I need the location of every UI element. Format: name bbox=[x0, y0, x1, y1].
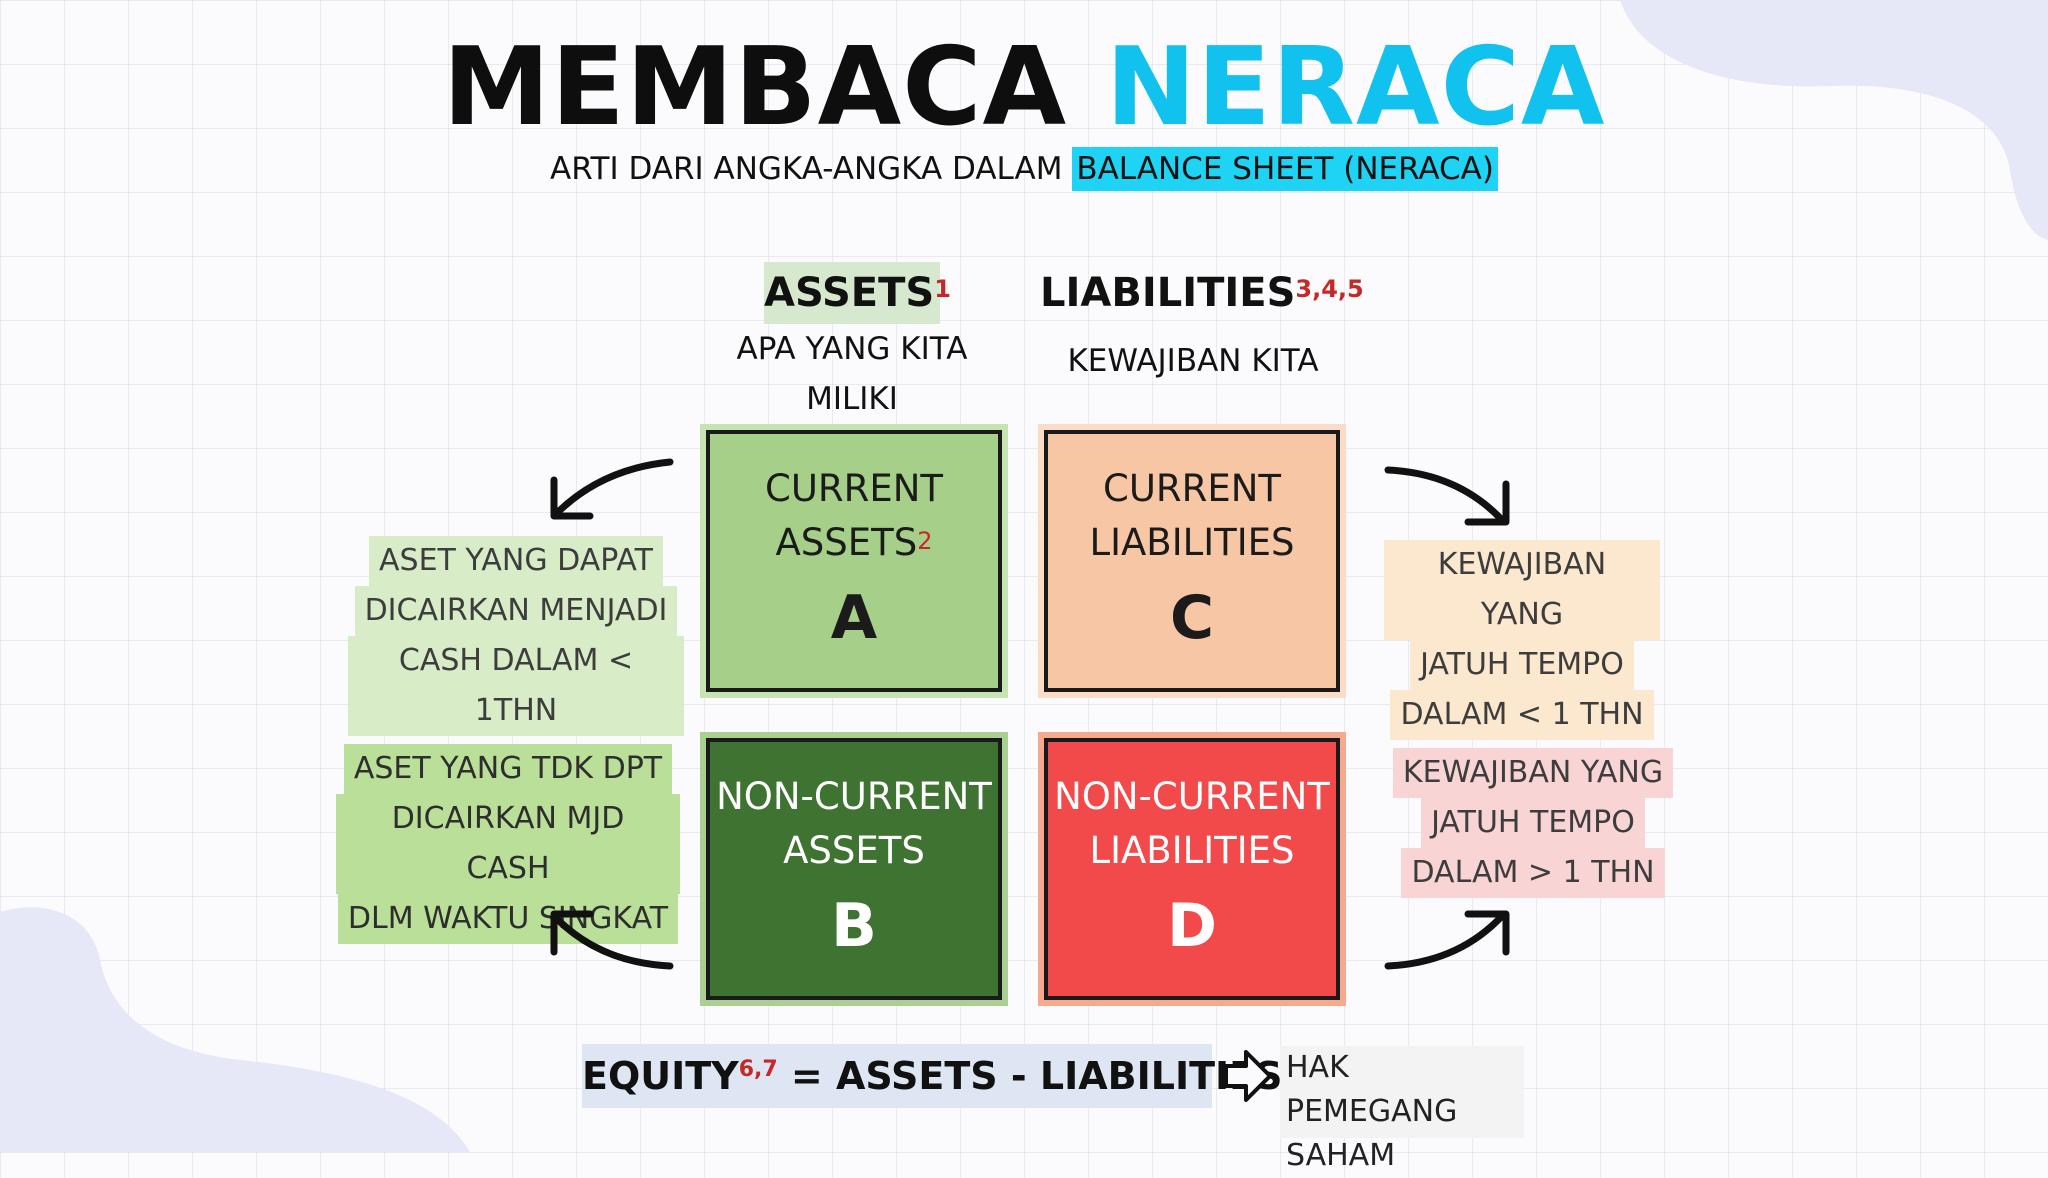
note-non-current-assets: ASET YANG TDK DPT DICAIRKAN MJD CASH DLM… bbox=[336, 744, 680, 944]
liabilities-subtitle: KEWAJIBAN KITA bbox=[1067, 343, 1319, 379]
note-line: JATUH TEMPO bbox=[1410, 640, 1634, 690]
current-assets-label-line1: CURRENT bbox=[765, 467, 943, 510]
box-letter-b: B bbox=[831, 891, 877, 961]
current-liabilities-box: CURRENT LIABILITIES C bbox=[1044, 430, 1340, 692]
current-liabilities-label-line1: CURRENT bbox=[1103, 467, 1281, 510]
equity-note-line2: SAHAM bbox=[1286, 1138, 1396, 1173]
equity-note: HAK PEMEGANG SAHAM bbox=[1280, 1046, 1524, 1173]
decorative-blob-top-right bbox=[1620, 0, 2048, 240]
assets-header: ASSETS1 bbox=[764, 262, 951, 324]
note-line: JATUH TEMPO bbox=[1421, 798, 1645, 848]
liabilities-footnote-marker: 3,4,5 bbox=[1295, 275, 1364, 303]
non-current-liabilities-label-line2: LIABILITIES bbox=[1089, 829, 1295, 872]
decorative-blob-bottom-left bbox=[0, 907, 470, 1152]
equity-formula: EQUITY6,7 = ASSETS - LIABILITIES bbox=[582, 1044, 1283, 1108]
equity-note-line1: HAK PEMEGANG bbox=[1286, 1050, 1458, 1129]
note-current-liabilities: KEWAJIBAN YANG JATUH TEMPO DALAM < 1 THN bbox=[1384, 540, 1660, 740]
note-line: ASET YANG TDK DPT bbox=[343, 744, 673, 794]
liabilities-header: LIABILITIES3,4,5 bbox=[1040, 262, 1364, 324]
box-letter-a: A bbox=[830, 583, 878, 653]
non-current-liabilities-label-line1: NON-CURRENT bbox=[1054, 775, 1330, 818]
non-current-assets-label-line1: NON-CURRENT bbox=[716, 775, 992, 818]
box-letter-d: D bbox=[1167, 891, 1217, 961]
non-current-assets-label: NON-CURRENT ASSETS bbox=[710, 770, 998, 878]
page-title: MEMBACA NERACA bbox=[0, 34, 2048, 142]
arrow-to-note-d-icon bbox=[1384, 910, 1510, 970]
page-subtitle: ARTI DARI ANGKA-ANGKA DALAM BALANCE SHEE… bbox=[0, 146, 2048, 192]
assets-subtitle: APA YANG KITA MILIKI bbox=[736, 331, 968, 417]
note-line: DICAIRKAN MJD CASH bbox=[336, 794, 680, 894]
note-non-current-liabilities: KEWAJIBAN YANG JATUH TEMPO DALAM > 1 THN bbox=[1388, 748, 1678, 898]
non-current-liabilities-box: NON-CURRENT LIABILITIES D bbox=[1044, 738, 1340, 1000]
note-line: DALAM > 1 THN bbox=[1401, 848, 1665, 898]
box-letter-c: C bbox=[1169, 583, 1215, 653]
non-current-liabilities-label: NON-CURRENT LIABILITIES bbox=[1048, 770, 1336, 878]
assets-header-text: ASSETS bbox=[764, 270, 935, 316]
note-line: DALAM < 1 THN bbox=[1390, 690, 1654, 740]
current-assets-label: CURRENT ASSETS2 bbox=[710, 462, 998, 570]
arrow-to-note-b-icon bbox=[550, 910, 674, 970]
note-line: DICAIRKAN MENJADI bbox=[354, 586, 678, 636]
note-line: KEWAJIBAN YANG bbox=[1384, 540, 1660, 640]
subtitle-highlight: BALANCE SHEET (NERACA) bbox=[1072, 147, 1498, 191]
note-line: CASH DALAM < 1THN bbox=[348, 636, 684, 736]
non-current-assets-box: NON-CURRENT ASSETS B bbox=[706, 738, 1002, 1000]
subtitle-prefix: ARTI DARI ANGKA-ANGKA DALAM bbox=[550, 151, 1073, 187]
liabilities-header-text: LIABILITIES bbox=[1040, 270, 1296, 316]
equity-footnote-marker: 6,7 bbox=[738, 1057, 778, 1082]
current-assets-footnote-marker: 2 bbox=[917, 527, 933, 555]
current-assets-label-line2: ASSETS bbox=[775, 521, 918, 564]
assets-footnote-marker: 1 bbox=[934, 275, 951, 303]
equity-formula-text: = ASSETS - LIABILITIES bbox=[777, 1054, 1283, 1098]
arrow-to-note-c-icon bbox=[1384, 466, 1510, 526]
equity-label: EQUITY bbox=[582, 1054, 739, 1098]
note-line: KEWAJIBAN YANG bbox=[1392, 748, 1674, 798]
current-assets-box: CURRENT ASSETS2 A bbox=[706, 430, 1002, 692]
note-current-assets: ASET YANG DAPAT DICAIRKAN MENJADI CASH D… bbox=[348, 536, 684, 736]
right-arrow-icon bbox=[1224, 1050, 1272, 1102]
current-liabilities-label-line2: LIABILITIES bbox=[1089, 521, 1295, 564]
non-current-assets-label-line2: ASSETS bbox=[783, 829, 925, 872]
current-liabilities-label: CURRENT LIABILITIES bbox=[1048, 462, 1336, 570]
title-word-membaca: MEMBACA bbox=[442, 25, 1068, 150]
title-word-neraca: NERACA bbox=[1105, 25, 1606, 150]
note-line: ASET YANG DAPAT bbox=[369, 536, 663, 586]
arrow-to-note-a-icon bbox=[550, 458, 674, 520]
note-line: DLM WAKTU SINGKAT bbox=[337, 894, 679, 944]
